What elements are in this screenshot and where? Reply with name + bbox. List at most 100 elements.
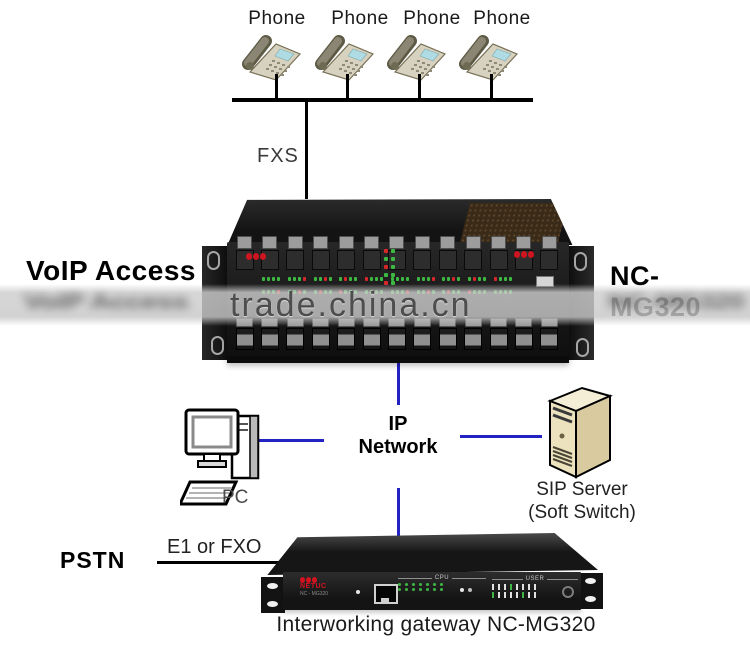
- status-led: [416, 277, 420, 281]
- led-pair: [384, 257, 395, 261]
- e1-fxo-label: E1 or FXO: [167, 536, 262, 558]
- user-led: [516, 592, 518, 598]
- pc-link-line: [240, 439, 324, 442]
- ip-network-line2: Network: [358, 436, 438, 458]
- voip-gateway-base-strip: [227, 356, 569, 363]
- phone-bus-line: [232, 98, 533, 102]
- status-led: [395, 277, 399, 281]
- status-led: [421, 277, 425, 281]
- led-group: [390, 277, 409, 281]
- sip-link-line: [460, 435, 542, 438]
- status-led: [405, 277, 409, 281]
- user-led: [498, 592, 500, 598]
- status-led: [277, 277, 280, 281]
- red-dot: [312, 577, 317, 583]
- status-led: [426, 277, 430, 281]
- user-led: [528, 584, 530, 590]
- status-led: [384, 249, 388, 253]
- gateway-top-face: [267, 533, 598, 575]
- rack-handle: [574, 252, 587, 271]
- cpu-led: [433, 588, 436, 591]
- status-led: [498, 277, 502, 281]
- user-led: [516, 584, 518, 590]
- led-group: [365, 277, 384, 281]
- status-led: [328, 277, 332, 281]
- ip-network-label: IP Network: [353, 413, 443, 459]
- red-led: [246, 253, 252, 260]
- gateway-model-text: NC - MG320: [300, 591, 329, 597]
- line-card-module: [541, 236, 558, 270]
- pc-label: PC: [222, 487, 249, 508]
- led-pair: [384, 249, 395, 253]
- mount-hole: [267, 601, 278, 607]
- phone-label-2: Phone: [331, 8, 389, 29]
- phone-icon: [457, 30, 521, 82]
- status-led: [384, 265, 388, 269]
- status-led: [365, 277, 369, 281]
- blur-smudge-left: VoIP Access: [24, 289, 189, 314]
- panel-led: [468, 588, 472, 592]
- phone-icon: [385, 30, 449, 82]
- led-group: [416, 277, 435, 281]
- status-led: [400, 277, 404, 281]
- ip-link-bottom-line: [397, 488, 400, 537]
- status-led: [493, 277, 497, 281]
- status-led-cluster-right: [514, 251, 534, 258]
- line-card-module: [287, 236, 304, 270]
- status-led: [447, 277, 451, 281]
- cpu-led: [405, 588, 408, 591]
- user-led: [510, 592, 512, 598]
- status-led: [503, 277, 507, 281]
- red-led: [521, 251, 527, 258]
- mount-hole: [267, 583, 278, 589]
- voip-access-title: VoIP Access: [26, 255, 196, 286]
- status-led: [370, 277, 374, 281]
- led-group: [442, 277, 461, 281]
- line-card-module: [312, 236, 329, 270]
- user-led: [492, 592, 494, 598]
- user-led: [522, 592, 524, 598]
- red-dot: [306, 577, 311, 583]
- ethernet-port-icon: [374, 584, 398, 604]
- voip-module-row-top: [236, 236, 558, 270]
- status-led: [468, 277, 472, 281]
- line-card-module: [465, 236, 482, 270]
- cpu-led: [440, 588, 443, 591]
- fxs-line: [305, 102, 308, 199]
- red-dot: [300, 577, 305, 583]
- status-led: [318, 277, 322, 281]
- status-led: [323, 277, 327, 281]
- user-led: [522, 584, 524, 590]
- line-card-module: [414, 236, 431, 270]
- gateway-brand-text: NETUC: [300, 583, 327, 590]
- status-led: [292, 277, 296, 281]
- status-led: [262, 277, 265, 281]
- status-led: [391, 281, 395, 285]
- red-led: [514, 251, 520, 258]
- led-pair: [384, 273, 395, 277]
- status-led: [313, 277, 317, 281]
- mount-hole: [585, 578, 596, 584]
- user-section: USER: [492, 576, 578, 598]
- phone-drop-line-4: [490, 74, 493, 100]
- gw-cpu-leds: [398, 583, 447, 591]
- status-led-cluster-left: [246, 253, 266, 260]
- led-pair: [384, 281, 395, 285]
- e1-fxo-line: [157, 561, 290, 564]
- status-led: [375, 277, 379, 281]
- sip-server-label: SIP Server (Soft Switch): [512, 478, 652, 524]
- phone-icon: [313, 30, 377, 82]
- pstn-label: PSTN: [60, 547, 126, 573]
- cpu-section: CPU: [398, 575, 486, 591]
- sip-server-icon: [547, 386, 613, 479]
- mount-hole: [585, 596, 596, 602]
- user-led: [534, 592, 536, 598]
- watermark-text: trade.china.cn: [230, 286, 472, 324]
- pc-icon: [180, 408, 260, 506]
- status-led: [457, 277, 461, 281]
- gateway-logo: NETUC NC - MG320: [300, 577, 328, 597]
- status-led: [508, 277, 512, 281]
- cpu-led: [419, 588, 422, 591]
- cpu-led: [412, 588, 415, 591]
